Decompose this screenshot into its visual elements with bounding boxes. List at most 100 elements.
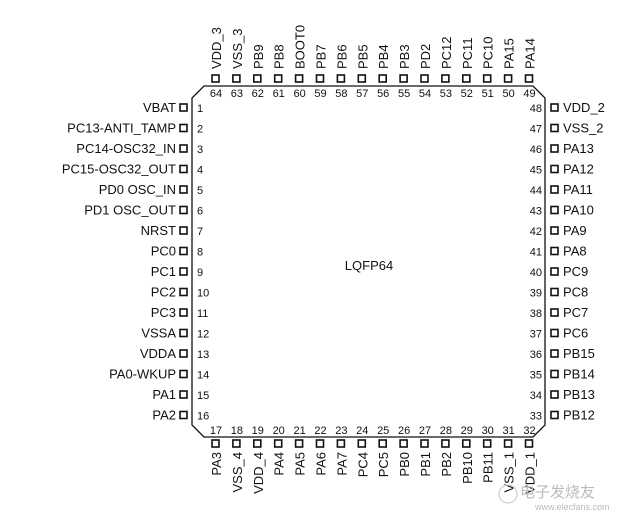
pin-pad-44 <box>550 185 559 194</box>
pin-name-58: PB6 <box>334 44 349 69</box>
pin-number-43: 43 <box>530 206 542 218</box>
pin-pad-6 <box>179 205 188 215</box>
pin-number-4: 4 <box>197 165 203 177</box>
pin-number-37: 37 <box>530 329 542 341</box>
pin-name-54: PD2 <box>418 44 433 69</box>
pin-number-57: 57 <box>356 88 368 100</box>
pin-name-22: PA6 <box>314 452 329 476</box>
pin-name-62: PB9 <box>251 44 266 69</box>
pin-pad-20 <box>273 439 283 448</box>
pin-name-15: PA1 <box>152 387 176 402</box>
pin-name-47: VSS_2 <box>563 121 603 136</box>
pin-name-32: VDD_1 <box>523 452 538 494</box>
pin-number-13: 13 <box>197 349 209 361</box>
pin-name-51: PC10 <box>481 36 496 69</box>
pin-pad-31 <box>503 439 513 448</box>
pin-number-8: 8 <box>197 247 203 259</box>
watermark-logo-icon <box>498 484 518 504</box>
pin-number-20: 20 <box>273 425 285 437</box>
pin-pad-45 <box>550 164 559 174</box>
pin-name-5: PD0 OSC_IN <box>99 182 176 197</box>
pin-name-6: PD1 OSC_OUT <box>84 203 176 218</box>
chip-body <box>191 85 546 438</box>
pin-pad-39 <box>550 287 559 297</box>
pin-name-14: PA0-WKUP <box>109 367 176 382</box>
pin-number-12: 12 <box>197 329 209 341</box>
pin-pad-59 <box>315 74 325 83</box>
pin-number-6: 6 <box>197 206 203 218</box>
pin-name-9: PC1 <box>151 264 176 279</box>
watermark-logo-text: 电子发烧友 <box>520 484 595 501</box>
watermark: 电子发烧友 www.elecfans.com <box>498 484 610 512</box>
pin-number-2: 2 <box>197 124 203 136</box>
pin-pad-27 <box>420 439 429 448</box>
pin-pad-19 <box>253 439 262 448</box>
pin-number-60: 60 <box>293 88 305 100</box>
pin-number-56: 56 <box>377 88 389 100</box>
pin-pad-5 <box>179 185 188 194</box>
pin-number-15: 15 <box>197 390 209 402</box>
pin-number-40: 40 <box>530 267 542 279</box>
pin-name-40: PC9 <box>563 264 588 279</box>
pin-number-52: 52 <box>461 88 473 100</box>
pin-pad-63 <box>232 74 241 83</box>
pin-number-10: 10 <box>197 288 209 300</box>
pin-number-16: 16 <box>197 411 209 423</box>
pin-number-39: 39 <box>530 288 542 300</box>
pin-name-13: VDDA <box>140 346 176 361</box>
pin-pad-51 <box>482 74 492 83</box>
pin-name-64: VDD_3 <box>209 27 224 69</box>
pin-number-29: 29 <box>461 425 473 437</box>
pin-name-38: PC7 <box>563 305 588 320</box>
pin-name-29: PB10 <box>460 452 475 484</box>
pin-number-35: 35 <box>530 370 542 382</box>
pin-name-8: PC0 <box>151 244 176 259</box>
pin-name-34: PB13 <box>563 387 595 402</box>
pin-number-1: 1 <box>197 103 203 115</box>
pin-name-17: PA3 <box>209 452 224 476</box>
pin-number-19: 19 <box>252 425 264 437</box>
pin-name-31: VSS_1 <box>502 452 517 492</box>
pin-name-26: PB0 <box>397 452 412 477</box>
pin-pad-38 <box>550 308 559 317</box>
pin-number-48: 48 <box>530 103 542 115</box>
pin-pad-35 <box>550 369 559 379</box>
pin-name-48: VDD_2 <box>563 100 605 115</box>
pin-number-54: 54 <box>419 88 431 100</box>
pin-number-27: 27 <box>419 425 431 437</box>
pin-number-47: 47 <box>530 124 542 136</box>
pin-name-23: PA7 <box>334 452 349 476</box>
pin-number-28: 28 <box>440 425 452 437</box>
pin-name-41: PA8 <box>563 244 587 259</box>
pin-pad-16 <box>179 410 188 420</box>
pin-name-49: PA14 <box>523 38 538 69</box>
pin-number-51: 51 <box>482 88 494 100</box>
pin-pad-10 <box>179 287 188 297</box>
pin-name-1: VBAT <box>143 100 176 115</box>
pin-pad-52 <box>461 74 471 83</box>
pin-number-62: 62 <box>252 88 264 100</box>
pin-name-42: PA9 <box>563 223 587 238</box>
pin-pad-11 <box>179 308 188 317</box>
pin-pad-28 <box>441 439 450 448</box>
pin-name-11: PC3 <box>151 305 176 320</box>
pin-number-17: 17 <box>210 425 222 437</box>
pin-pad-30 <box>482 439 492 448</box>
pin-pad-18 <box>232 439 241 448</box>
pin-number-42: 42 <box>530 226 542 238</box>
pin-name-50: PA15 <box>502 38 517 69</box>
pin-name-12: VSSA <box>141 326 176 341</box>
pin-number-18: 18 <box>231 425 243 437</box>
pin-number-5: 5 <box>197 185 203 197</box>
pin-pad-24 <box>357 439 367 448</box>
pin-pad-57 <box>357 74 367 83</box>
pin-pad-54 <box>420 74 429 83</box>
pin-number-23: 23 <box>335 425 347 437</box>
pin-pad-61 <box>273 74 283 83</box>
pin-pad-32 <box>524 439 534 448</box>
pin-pad-8 <box>179 246 188 256</box>
pin-pad-25 <box>378 439 388 448</box>
pin-name-63: VSS_3 <box>230 29 245 69</box>
